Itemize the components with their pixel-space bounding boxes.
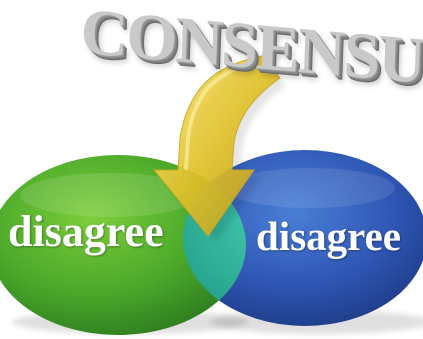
arrow-highlight (184, 60, 257, 170)
curved-arrow (152, 55, 281, 237)
consensus-title: CONSENSUS (79, 0, 423, 101)
left-circle-label: disagree (8, 207, 164, 256)
title-container: CONSENSUS (0, 0, 423, 101)
left-circle-sheen (20, 173, 200, 217)
right-circle-label: disagree (256, 213, 402, 259)
right-circle-sheen (225, 168, 395, 208)
